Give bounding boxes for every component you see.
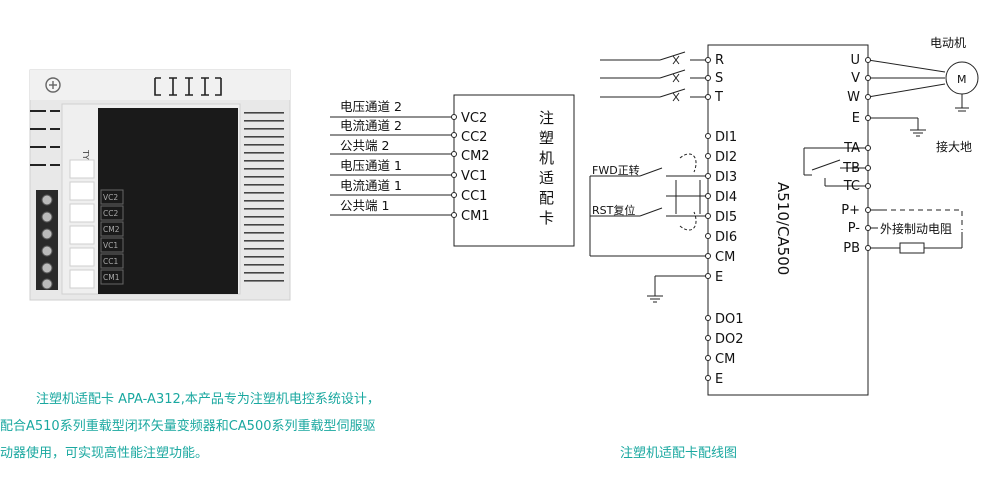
product-terminal-label: CC1 (103, 257, 118, 266)
card-title: 注 塑 机 适 配 卡 (539, 109, 554, 227)
card-terminal-label: CC2 (461, 130, 487, 145)
brake-terminal-label: P- (848, 221, 861, 236)
motor-title: 电动机 (930, 36, 966, 50)
card-input-label: 电流通道 2 (340, 118, 402, 133)
card-title-char: 适 (539, 169, 554, 187)
terminal-block (36, 190, 58, 290)
description-line: 配合A510系列重载型闭环矢量变频器和CA500系列重载型伺服驱 (0, 419, 376, 434)
product-terminal-label: VC1 (103, 241, 118, 250)
do-terminal-label: DO1 (715, 312, 744, 327)
relay-terminal-label: TC (843, 179, 860, 194)
card-terminal-label: VC2 (461, 111, 487, 126)
relay-terminal-label: TB (842, 161, 860, 176)
product-terminal-label: CM1 (103, 273, 120, 282)
do-terminal-label: E (715, 372, 723, 387)
adapter-card (330, 94, 575, 247)
card-title-char: 配 (539, 189, 554, 207)
card-input-label: 电流通道 1 (340, 178, 402, 193)
top-connector (154, 77, 222, 96)
card-title-char: 注 (539, 109, 554, 127)
card-terminal-label: CC1 (461, 189, 487, 204)
di-terminal-label: DI4 (715, 190, 737, 205)
description-line: 动器使用，可实现高性能注塑功能。 (0, 446, 209, 461)
di-terminal-label: DI1 (715, 130, 737, 145)
card-title-char: 塑 (539, 129, 554, 147)
card-terminal-label: CM2 (461, 149, 490, 164)
card-input-label: 电压通道 2 (340, 99, 402, 114)
drive-box (589, 44, 979, 396)
ground-label: 接大地 (936, 139, 972, 154)
brake-resistor-label: 外接制动电阻 (880, 221, 952, 236)
card-terminal-label: CM1 (461, 209, 490, 224)
di-terminal-label: CM (715, 250, 735, 265)
product-image: TYPE-I VC2 CC2 CM2 VC1 CC1 CM1 (29, 69, 291, 301)
output-terminal-label: E (852, 111, 860, 126)
product-panel (98, 108, 238, 294)
di-terminal-label: E (715, 270, 723, 285)
diagram-caption: 注塑机适配卡配线图 (620, 446, 738, 461)
di-terminal-label: DI2 (715, 150, 737, 165)
card-input-label: 电压通道 1 (340, 158, 402, 173)
power-terminal-label: R (715, 53, 724, 68)
left-vents (30, 110, 60, 166)
screw-icon (45, 77, 61, 93)
relay-terminal-label: TA (843, 141, 860, 156)
drive-model-label: A510/CA500 (774, 182, 792, 275)
di-terminal-label: DI6 (715, 230, 737, 245)
motor-symbol: M (957, 73, 967, 86)
di-terminal-label: DI3 (715, 170, 737, 185)
output-terminal-label: U (850, 53, 860, 68)
brake-terminal-label: PB (843, 241, 860, 256)
rst-label: RST复位 (592, 203, 635, 217)
output-terminal-label: V (851, 71, 860, 86)
product-terminal-label: CC2 (103, 209, 118, 218)
card-title-char: 卡 (539, 209, 554, 227)
output-terminal-label: W (847, 90, 860, 105)
di-terminal-label: DI5 (715, 210, 737, 225)
card-input-label: 公共端 1 (340, 198, 389, 213)
fwd-label: FWD正转 (592, 163, 640, 177)
product-description: 注塑机适配卡 APA-A312,本产品专为注塑机电控系统设计， 配合A510系列… (0, 386, 470, 467)
card-title-char: 机 (539, 149, 554, 167)
do-terminal-label: DO2 (715, 332, 744, 347)
product-terminal-label: VC2 (103, 193, 118, 202)
card-input-label: 公共端 2 (340, 138, 389, 153)
product-terminal-label: CM2 (103, 225, 120, 234)
do-terminal-label: CM (715, 352, 735, 367)
card-terminal-label: VC1 (461, 169, 487, 184)
brake-terminal-label: P+ (841, 203, 860, 218)
power-terminal-label: T (714, 90, 723, 105)
right-vents (244, 112, 284, 282)
power-terminal-label: S (715, 71, 723, 86)
description-line: 注塑机适配卡 APA-A312,本产品专为注塑机电控系统设计， (36, 392, 380, 407)
